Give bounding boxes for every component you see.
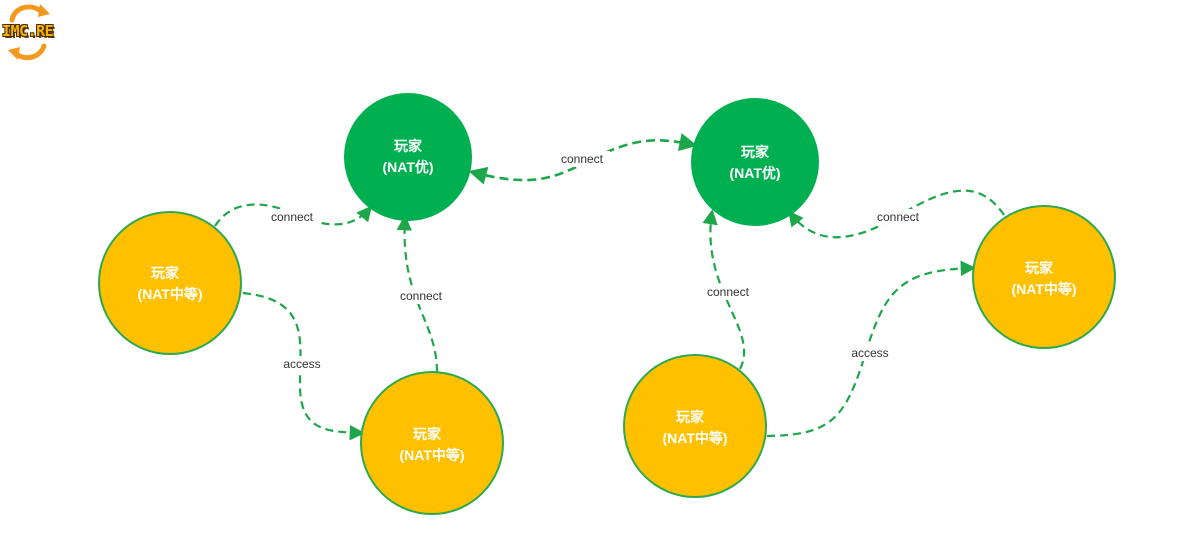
edge-connect-y2-g1	[396, 214, 439, 373]
edge-access-y3-y4	[766, 260, 977, 438]
refresh-arrows-icon	[8, 4, 50, 61]
svg-text:玩家: 玩家	[676, 409, 705, 425]
edge-label-e7: access	[847, 345, 893, 361]
svg-text:玩家: 玩家	[741, 144, 770, 160]
svg-text:(NAT中等): (NAT中等)	[399, 447, 464, 463]
node-green-nat-good-1: 玩家 (NAT优)	[344, 93, 472, 221]
svg-text:connect: connect	[400, 289, 443, 303]
svg-text:玩家: 玩家	[394, 138, 423, 154]
edge-label-e2: connect	[393, 288, 449, 304]
node-green-nat-good-2: 玩家 (NAT优)	[691, 98, 819, 226]
svg-text:玩家: 玩家	[413, 426, 442, 442]
svg-text:玩家: 玩家	[151, 265, 180, 281]
logo-text: IMC.RE	[2, 22, 54, 40]
edge-access-y1-y2	[242, 291, 366, 441]
node-yellow-nat-medium-3: 玩家 (NAT中等)	[623, 354, 767, 498]
svg-text:connect: connect	[271, 210, 314, 224]
svg-text:(NAT中等): (NAT中等)	[662, 430, 727, 446]
logo: IMC.RE	[0, 0, 70, 66]
node-yellow-nat-medium-1: 玩家 (NAT中等)	[98, 211, 242, 355]
edge-label-e5: connect	[700, 284, 756, 300]
svg-text:(NAT中等): (NAT中等)	[1011, 281, 1076, 297]
svg-text:connect: connect	[877, 210, 920, 224]
svg-text:connect: connect	[561, 152, 604, 166]
edge-label-e1: connect	[264, 209, 320, 225]
svg-text:(NAT中等): (NAT中等)	[137, 286, 202, 302]
svg-text:access: access	[851, 346, 888, 360]
node-yellow-nat-medium-4: 玩家 (NAT中等)	[972, 205, 1116, 349]
edge-connect-y3-g2	[702, 208, 746, 370]
node-yellow-nat-medium-2: 玩家 (NAT中等)	[360, 371, 504, 515]
edge-label-e3: access	[279, 356, 325, 372]
svg-text:connect: connect	[707, 285, 750, 299]
svg-text:(NAT优): (NAT优)	[382, 159, 433, 175]
edge-label-e6: connect	[870, 209, 926, 225]
svg-text:(NAT优): (NAT优)	[729, 165, 780, 181]
edge-label-e4: connect	[554, 151, 610, 167]
svg-text:access: access	[283, 357, 320, 371]
svg-text:玩家: 玩家	[1025, 260, 1054, 276]
